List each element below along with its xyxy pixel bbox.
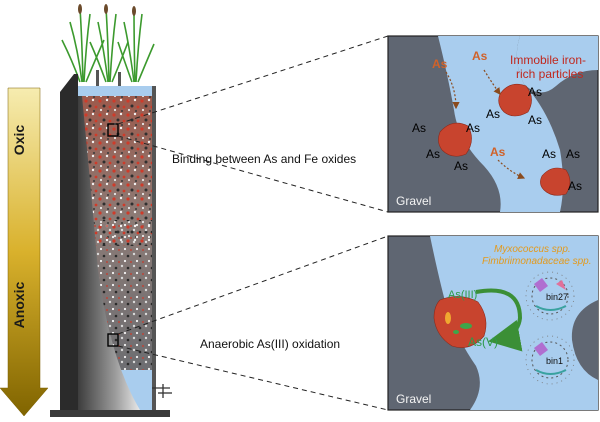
zoom-box-upper — [107, 123, 119, 137]
anoxic-label: Anoxic — [11, 281, 27, 328]
bound-as-1: As — [412, 121, 426, 135]
upper-zoom-panel: Immobile iron- rich particles As As As A… — [387, 35, 599, 213]
bound-as-10: As — [568, 179, 582, 193]
bacterium-orange-icon — [445, 312, 451, 324]
organism-2: Fimbriimonadaceae spp. — [482, 256, 592, 267]
upper-water-branch — [516, 36, 598, 93]
particles-label-line2: rich particles — [516, 67, 583, 81]
mobile-as-1: As — [432, 57, 448, 71]
upper-water-channel — [438, 36, 563, 212]
inlet-pipes — [96, 70, 121, 88]
lower-process-label: Anaerobic As(III) oxidation — [200, 337, 340, 351]
oxic-label: Oxic — [11, 125, 27, 156]
lower-zoom-panel: Myxococcus spp. Fimbriimonadaceae spp. A… — [387, 235, 599, 411]
bound-as-2: As — [466, 121, 480, 135]
organism-1: Myxococcus spp. — [494, 244, 571, 255]
genome-bin-27-icon: bin27 — [525, 271, 575, 321]
redox-gradient-arrow: Oxic Anoxic — [0, 87, 49, 417]
upper-process-label: Binding between As and Fe oxides — [172, 152, 356, 166]
bound-as-4: As — [454, 159, 468, 173]
mobile-as-3: As — [490, 145, 506, 159]
bin1-label: bin1 — [546, 356, 563, 366]
surface-water — [78, 86, 154, 98]
bound-as-6: As — [486, 107, 500, 121]
genome-bin-1-icon: bin1 — [525, 335, 575, 385]
as-movement-arrows — [445, 69, 526, 179]
bound-as-5: As — [528, 85, 542, 99]
column-right-wall — [152, 86, 156, 412]
wetland-column — [50, 4, 172, 417]
bound-as-8: As — [542, 147, 556, 161]
outlet-water-level-icon — [152, 384, 172, 398]
particles-label-line1: Immobile iron- — [510, 53, 586, 67]
column-left-wall — [60, 74, 78, 410]
iron-particles — [438, 83, 571, 196]
bacterium-green-icon-2 — [453, 330, 459, 334]
lower-gravel-label: Gravel — [396, 392, 431, 406]
zoom-box-lower — [107, 333, 119, 347]
plants-icon — [61, 4, 155, 83]
mobile-as-2: As — [472, 49, 488, 63]
bound-as-7: As — [528, 113, 542, 127]
lower-iron-particle — [433, 296, 487, 348]
bound-as-9: As — [566, 147, 580, 161]
bin27-label: bin27 — [546, 292, 568, 302]
bound-as-group: As As As As As As As As As As — [412, 85, 582, 193]
column-base — [50, 410, 170, 417]
anoxic-wedge — [78, 96, 140, 410]
bacterium-green-icon — [460, 323, 472, 329]
oxidation-arrow — [475, 288, 523, 352]
as5-label: As(V) — [468, 335, 498, 349]
lower-gravel-right — [571, 300, 598, 380]
connector-lines — [117, 35, 389, 411]
bound-as-3: As — [426, 147, 440, 161]
upper-gravel-label: Gravel — [396, 194, 431, 208]
as3-label: As(III) — [448, 289, 477, 301]
